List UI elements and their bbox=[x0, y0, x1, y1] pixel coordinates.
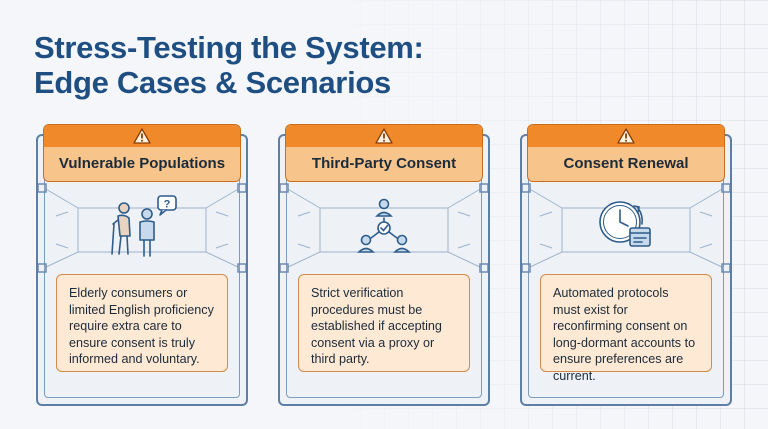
title-line-2: Edge Cases & Scenarios bbox=[34, 65, 391, 100]
warning-icon bbox=[133, 128, 151, 144]
svg-text:?: ? bbox=[164, 199, 171, 211]
card-header: Vulnerable Populations bbox=[43, 124, 241, 182]
card-third-party-consent: Third-Party Consent Strict verification … bbox=[278, 124, 490, 406]
page-title: Stress-Testing the System: Edge Cases & … bbox=[34, 30, 424, 100]
card-description: Automated protocols must exist for recon… bbox=[540, 274, 712, 383]
warning-icon bbox=[375, 128, 393, 144]
card-title: Vulnerable Populations bbox=[44, 147, 240, 181]
header-strip bbox=[528, 125, 724, 147]
clock-renewal-icon bbox=[599, 201, 651, 247]
title-line-1: Stress-Testing the System: bbox=[34, 30, 424, 65]
card-description: Strict verification procedures must be e… bbox=[298, 274, 470, 372]
elderly-person-question-icon: ? bbox=[111, 195, 177, 257]
card-vulnerable-populations: Vulnerable Populations ? Elderly consume… bbox=[36, 124, 248, 406]
header-strip bbox=[286, 125, 482, 147]
card-header: Consent Renewal bbox=[527, 124, 725, 182]
warning-icon bbox=[617, 128, 635, 144]
card-consent-renewal: Consent Renewal Automated protocols must… bbox=[520, 124, 732, 406]
header-strip bbox=[44, 125, 240, 147]
card-description: Elderly consumers or limited English pro… bbox=[56, 274, 228, 372]
card-title: Third-Party Consent bbox=[286, 147, 482, 181]
proxy-network-icon bbox=[357, 198, 411, 253]
card-header: Third-Party Consent bbox=[285, 124, 483, 182]
room-perspective-lines bbox=[38, 183, 246, 273]
card-title: Consent Renewal bbox=[528, 147, 724, 181]
